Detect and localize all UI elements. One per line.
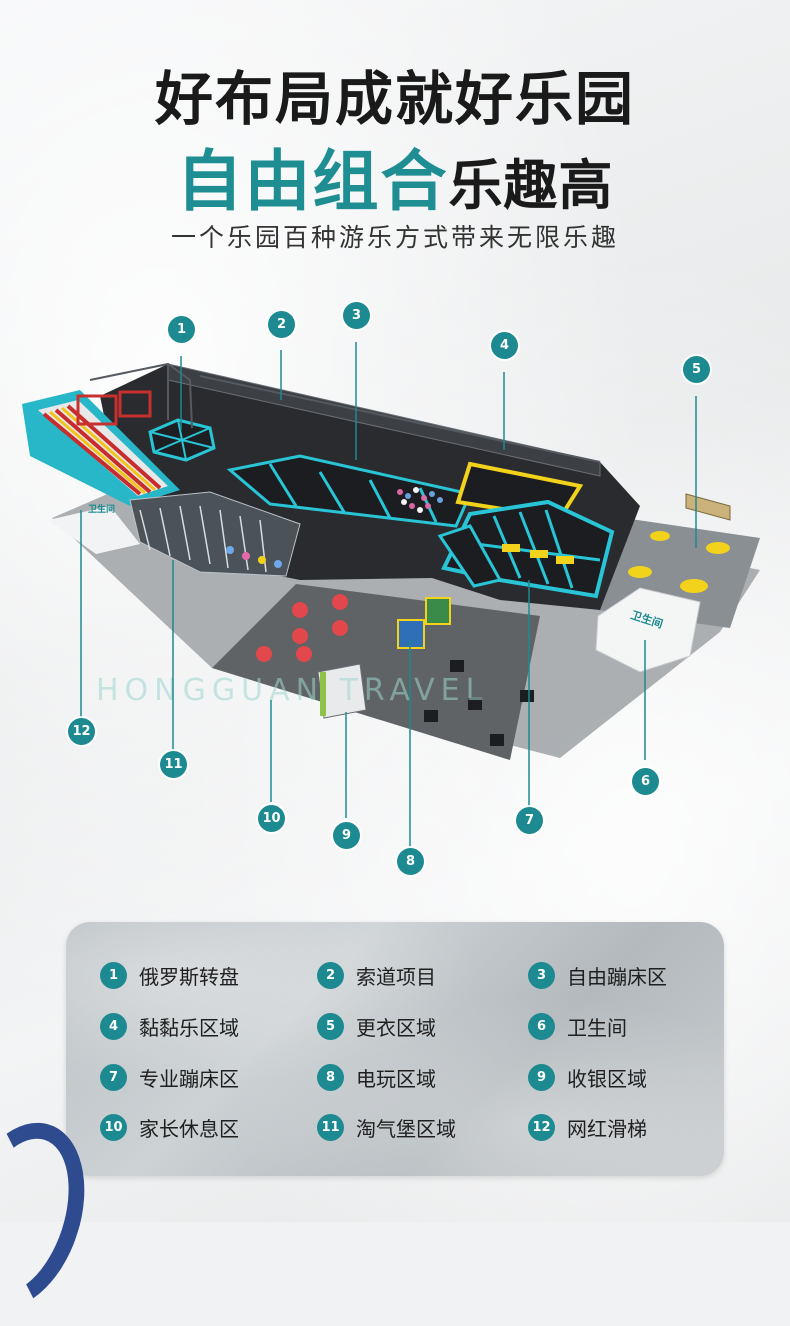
legend-number: 12 [528,1113,555,1141]
lounge-carpet [212,584,540,760]
legend-label: 俄罗斯转盘 [139,964,239,989]
pro-yellow-pad-3 [556,556,574,564]
arcade-machine-2 [425,597,451,625]
legend-label: 收银区域 [567,1066,647,1091]
legend-number: 8 [317,1063,344,1091]
callout-11: 11 [160,751,187,778]
legend-number: 3 [528,961,555,989]
slide-stripes [42,404,162,496]
legend-label: 更衣区域 [356,1015,436,1040]
cashier-accent [320,672,326,716]
legend-number: 10 [100,1113,127,1141]
legend-item: 1 俄罗斯转盘 [100,960,239,990]
callout-5: 5 [683,356,710,383]
callout-8: 8 [397,848,424,875]
page-subtitle: 一个乐园百种游乐方式带来无限乐趣 [170,223,619,252]
callout-7: 7 [516,807,543,834]
callout-2: 2 [268,311,295,338]
callout-10: 10 [258,805,285,832]
callout-9: 9 [333,822,360,849]
pro-ramp [437,524,503,588]
legend-number: 9 [528,1063,555,1091]
lockers [685,493,731,521]
legend-label: 索道项目 [356,964,436,989]
page-title: 好布局成就好乐园 [154,65,635,133]
legend-label: 自由蹦床区 [567,964,667,989]
red-frame-1 [76,394,118,426]
callout-6: 6 [632,768,659,795]
title-highlight: 自由组合 [176,143,449,220]
lounge-tables [256,594,348,662]
legend-label: 家长休息区 [139,1116,239,1141]
callout-1: 1 [168,316,195,343]
pro-yellow-pad-2 [530,550,548,558]
callout-4: 4 [491,332,518,359]
legend-label: 电玩区域 [356,1066,436,1091]
ball-pit [397,487,443,513]
legend-label: 专业蹦床区 [139,1066,239,1091]
entrance-sign: 卫生间 [88,503,115,514]
legend-item: 8 电玩区域 [317,1062,436,1092]
callout-leaders [80,342,697,846]
callout-3: 3 [343,302,370,329]
legend-item: 11 淘气堡区域 [317,1112,456,1142]
changing-seats [628,531,730,593]
legend-item: 10 家长休息区 [100,1112,239,1142]
legend-item: 12 网红滑梯 [528,1112,647,1142]
legend-number: 5 [317,1012,344,1040]
legend-item: 7 专业蹦床区 [100,1062,239,1092]
legend-number: 11 [317,1113,344,1141]
legend-number: 2 [317,961,344,989]
arcade-seats [424,660,534,746]
legend-label: 网红滑梯 [567,1116,647,1141]
legend-label: 淘气堡区域 [356,1116,456,1141]
legend-panel: 1 俄罗斯转盘 2 索道项目 3 自由蹦床区 4 黏黏乐区域 5 更衣区域 6 … [66,922,724,1176]
pro-yellow-pad-1 [502,544,520,552]
legend-item: 9 收银区域 [528,1062,647,1092]
legend-number: 1 [100,961,127,989]
spinner-spokes [149,419,215,461]
red-frame-2 [118,390,152,418]
trampoline-grid-free [226,454,473,528]
ropeway-frame [89,362,601,463]
park-layout-diagram: 卫生间 卫生间 [22,342,760,846]
watermark: HONGGUAN TRAVEL [96,673,488,708]
trampoline-grid-lines [268,463,438,523]
soft-play [129,491,301,577]
legend-number: 6 [528,1012,555,1040]
legend-number: 7 [100,1063,127,1091]
legend-item: 6 卫生间 [528,1011,627,1041]
callout-12: 12 [68,718,95,745]
legend-item: 2 索道项目 [317,960,436,990]
title-rest: 乐趣高 [448,154,614,217]
legend-item: 5 更衣区域 [317,1011,436,1041]
arcade-machine-1 [397,619,425,649]
soft-play-cage [139,505,267,573]
legend-item: 3 自由蹦床区 [528,960,667,990]
legend-label: 黏黏乐区域 [139,1015,239,1040]
page-title-line2: 自由组合乐趣高 [0,128,790,224]
restroom-block [595,587,701,673]
soft-play-balls [226,546,282,568]
legend-item: 4 黏黏乐区域 [100,1011,239,1041]
legend-label: 卫生间 [567,1015,627,1040]
entrance-block [48,506,140,554]
legend-number: 4 [100,1012,127,1040]
